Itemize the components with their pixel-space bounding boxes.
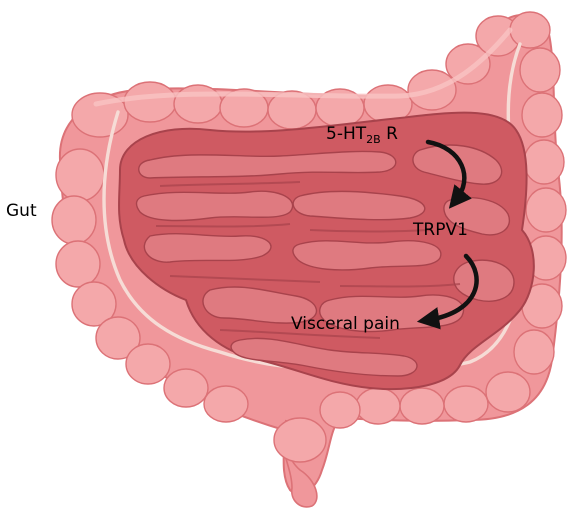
- receptor-suffix: R: [381, 124, 398, 144]
- receptor-label: 5-HT2B R: [326, 124, 398, 146]
- gut-label: Gut: [6, 201, 37, 221]
- receptor-main: 5-HT: [326, 124, 367, 144]
- rectum-bulge: [274, 418, 326, 462]
- receptor-subscript: 2B: [366, 133, 381, 146]
- trpv1-label: TRPV1: [412, 220, 468, 240]
- visceral-pain-label: Visceral pain: [291, 314, 400, 334]
